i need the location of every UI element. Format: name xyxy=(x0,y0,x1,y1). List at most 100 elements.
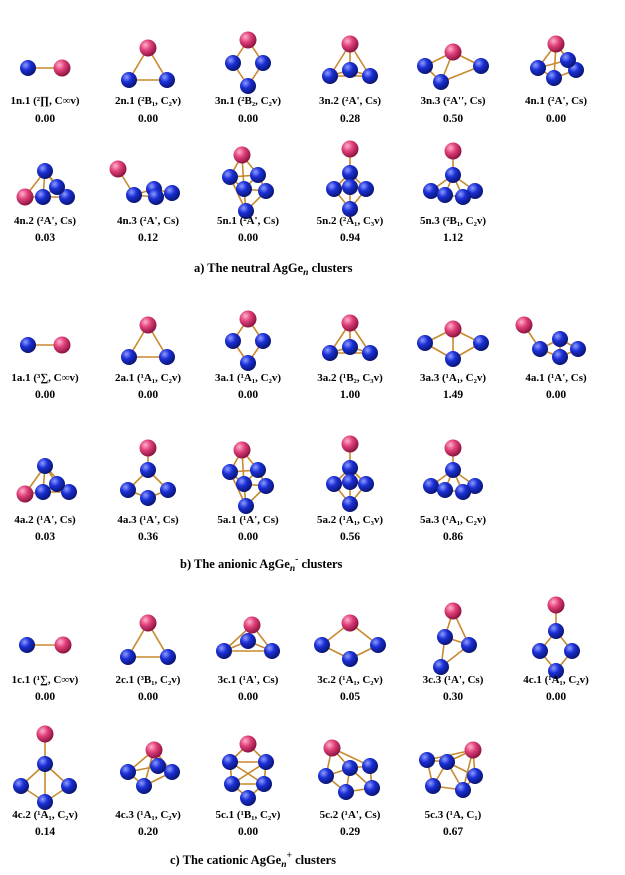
ge-atom xyxy=(49,179,65,195)
ag-atom xyxy=(341,614,359,632)
ge-atom xyxy=(120,482,136,498)
ge-atom xyxy=(342,179,358,195)
structure-1a.1: 1a.1 (³∑, C∞v)0.00 xyxy=(11,336,79,401)
ge-atom xyxy=(532,341,548,357)
ge-atom xyxy=(258,478,274,494)
relative-energy: 0.00 xyxy=(546,691,566,703)
ge-atom xyxy=(437,482,453,498)
structure-4n.3: 4n.3 (²A', Cs) 0.12 xyxy=(109,160,180,244)
ge-atom xyxy=(240,355,256,371)
ge-atom xyxy=(224,776,240,792)
ge-atom xyxy=(342,62,358,78)
ge-atom xyxy=(258,183,274,199)
ge-atom xyxy=(322,68,338,84)
ge-atom xyxy=(445,167,461,183)
ag-atom xyxy=(341,314,359,332)
relative-energy: 0.12 xyxy=(138,232,158,244)
structure-label: 4c.3 (¹A₁, C₂v) xyxy=(115,809,181,821)
ag-atom xyxy=(547,596,565,614)
structure-5c.1: 5c.1 (¹B₁, C₂v)0.00 xyxy=(216,735,281,838)
structure-label: 3a.3 (¹A₁, C₂v) xyxy=(420,372,486,384)
ge-atom xyxy=(467,183,483,199)
structure-5c.3: 5c.3 (¹A, C₁)0.67 xyxy=(419,741,483,838)
ag-atom xyxy=(139,39,157,57)
structure-4n.1: 4n.1 (²A', Cs)0.00 xyxy=(525,35,587,125)
ge-atom xyxy=(37,794,53,810)
ge-atom xyxy=(120,649,136,665)
structure-1n.1: 1n.1 (²∏, C∞v)0.00 xyxy=(10,59,80,125)
ag-atom xyxy=(53,59,71,77)
ge-atom xyxy=(19,637,35,653)
structure-label: 5c.2 (¹A', Cs) xyxy=(320,809,381,821)
ge-atom xyxy=(358,181,374,197)
ge-atom xyxy=(225,55,241,71)
ag-atom xyxy=(444,439,462,457)
ag-atom xyxy=(145,741,163,759)
relative-energy: 0.29 xyxy=(340,826,360,838)
ag-atom xyxy=(464,741,482,759)
ge-atom xyxy=(37,458,53,474)
ge-atom xyxy=(160,482,176,498)
ge-atom xyxy=(238,498,254,514)
ge-atom xyxy=(250,167,266,183)
structure-3a.2: 3a.2 (¹B₂, C₃v)1.00 xyxy=(317,314,383,401)
ge-atom xyxy=(250,462,266,478)
relative-energy: 1.12 xyxy=(443,232,463,244)
structure-label: 4n.3 (²A', Cs) xyxy=(117,215,179,227)
structure-label: 3a.1 (¹A₁, C₂v) xyxy=(215,372,281,384)
structure-label: 5n.2 (²A₁, C₃v) xyxy=(317,215,384,227)
ge-atom xyxy=(216,643,232,659)
ge-atom xyxy=(461,637,477,653)
ge-atom xyxy=(236,181,252,197)
ge-atom xyxy=(256,776,272,792)
ag-atom xyxy=(233,441,251,459)
structure-label: 5a.3 (¹A₁, C₂v) xyxy=(420,514,486,526)
ge-atom xyxy=(342,760,358,776)
ge-atom xyxy=(140,490,156,506)
structure-1c.1: 1c.1 (¹∑, C∞v)0.00 xyxy=(12,636,79,703)
ge-atom xyxy=(433,74,449,90)
ge-atom xyxy=(150,758,166,774)
ag-atom xyxy=(547,35,565,53)
structure-4a.2: 4a.2 (¹A', Cs)0.03 xyxy=(14,458,77,543)
ge-atom xyxy=(417,58,433,74)
structure-4a.1: 4a.1 (¹A', Cs)0.00 xyxy=(515,316,587,401)
ge-atom xyxy=(121,349,137,365)
structure-5a.2: 5a.2 (¹A₁, C₃v)0.56 xyxy=(317,435,383,543)
structure-3c.2: 3c.2 (¹A₁, C₂v)0.05 xyxy=(314,614,386,703)
ge-atom xyxy=(35,484,51,500)
ag-atom xyxy=(444,142,462,160)
ge-atom xyxy=(370,637,386,653)
structure-3c.3: 3c.3 (¹A', Cs)0.30 xyxy=(423,602,484,703)
structure-label: 4n.2 (²A', Cs) xyxy=(14,215,76,227)
ag-atom xyxy=(341,35,359,53)
ag-atom xyxy=(444,602,462,620)
ag-atom xyxy=(139,316,157,334)
ge-atom xyxy=(136,778,152,794)
ge-atom xyxy=(358,476,374,492)
structure-3n.1: 3n.1 (²B₂, C₂v)0.00 xyxy=(215,31,281,125)
ge-atom xyxy=(362,758,378,774)
ge-atom xyxy=(560,52,576,68)
ag-atom xyxy=(36,725,54,743)
ge-atom xyxy=(425,778,441,794)
ge-atom xyxy=(121,72,137,88)
relative-energy: 0.28 xyxy=(340,113,360,125)
ag-atom xyxy=(323,739,341,757)
ge-atom xyxy=(326,476,342,492)
structure-label: 5c.1 (¹B₁, C₂v) xyxy=(216,809,281,821)
ge-atom xyxy=(255,55,271,71)
structure-3n.2: 3n.2 (²A', Cs)0.28 xyxy=(319,35,381,125)
structure-5c.2: 5c.2 (¹A', Cs) 0.29 xyxy=(318,739,381,838)
structure-label: 2c.1 (³B₁, C₂v) xyxy=(116,674,181,686)
ge-atom xyxy=(570,341,586,357)
ge-atom xyxy=(160,649,176,665)
ge-atom xyxy=(433,659,449,675)
ge-atom xyxy=(314,637,330,653)
ge-atom xyxy=(473,58,489,74)
structure-label: 1n.1 (²∏, C∞v) xyxy=(10,95,79,107)
ag-ge4-cluster-bonds xyxy=(523,324,579,358)
structure-label: 2n.1 (²B₁, C₂v) xyxy=(115,95,181,107)
ge-atom xyxy=(240,790,256,806)
